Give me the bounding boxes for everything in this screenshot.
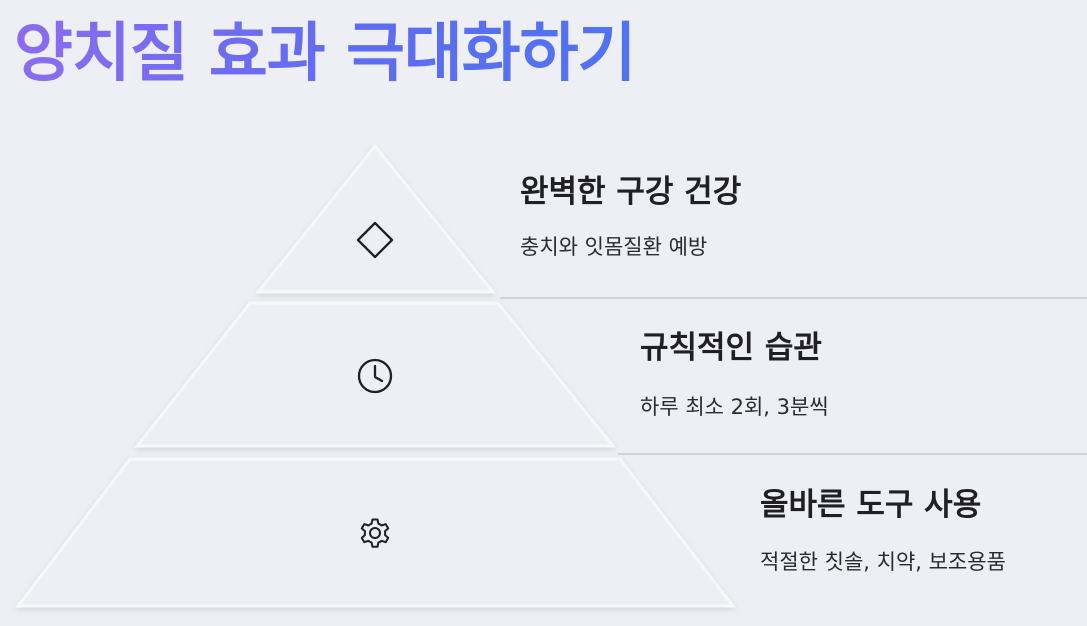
gear-icon: [355, 513, 395, 553]
level-1-text: 완벽한 구강 건강 충치와 잇몸질환 예방: [520, 172, 741, 262]
level-3-description: 적절한 칫솔, 치약, 보조용품: [760, 550, 1006, 574]
level-1-heading: 완벽한 구강 건강: [520, 174, 742, 210]
level-3-text: 올바른 도구 사용 적절한 칫솔, 치약, 보조용품: [760, 485, 1006, 577]
level-2-text: 규칙적인 습관 하루 최소 2회, 3분씩: [640, 328, 829, 422]
level-1-description: 충치와 잇몸질환 예방: [520, 235, 708, 259]
pyramid-tier-bottom: [14, 457, 737, 608]
page-title: 양치질 효과 극대화하기: [14, 6, 636, 102]
diamond-icon: [355, 220, 395, 260]
clock-icon: [355, 356, 395, 396]
pyramid-tier-top: [254, 143, 497, 294]
level-2-description: 하루 최소 2회, 3분씩: [640, 395, 829, 419]
level-2-heading: 규칙적인 습관: [640, 330, 822, 366]
level-3-heading: 올바른 도구 사용: [760, 487, 982, 523]
